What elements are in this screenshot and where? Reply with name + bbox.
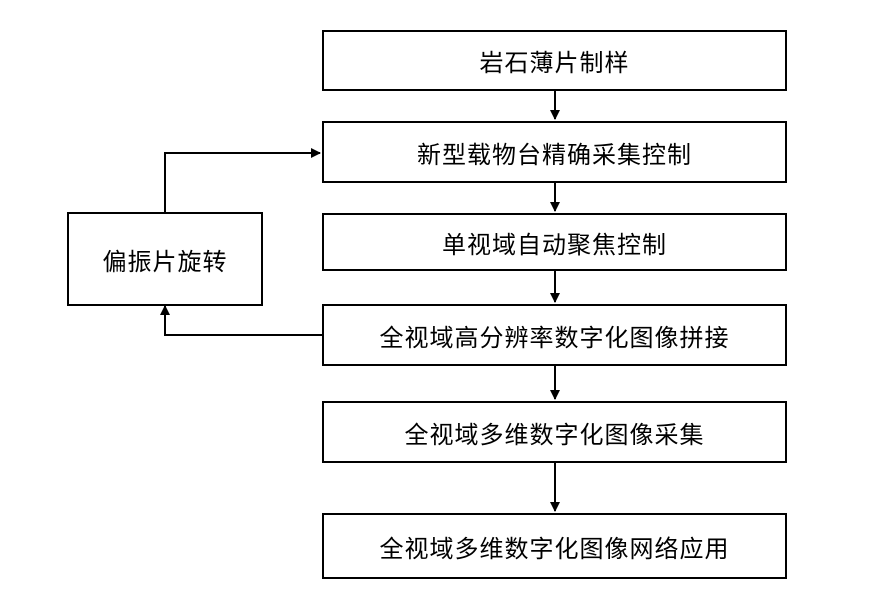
step-polarizer-rotation: 偏振片旋转 (67, 212, 263, 306)
step-full-view-image-acquisition: 全视域多维数字化图像采集 (322, 401, 787, 463)
step-thin-section-preparation: 岩石薄片制样 (322, 30, 787, 91)
step-full-view-image-network-application: 全视域多维数字化图像网络应用 (322, 513, 787, 579)
arrow-side-to-n2 (164, 148, 321, 212)
arrow-n4-to-side (160, 305, 323, 336)
step-stage-acquisition-control: 新型载物台精确采集控制 (322, 121, 787, 183)
step-full-view-image-stitching: 全视域高分辨率数字化图像拼接 (322, 304, 787, 366)
step-single-view-autofocus: 单视域自动聚焦控制 (322, 213, 787, 271)
